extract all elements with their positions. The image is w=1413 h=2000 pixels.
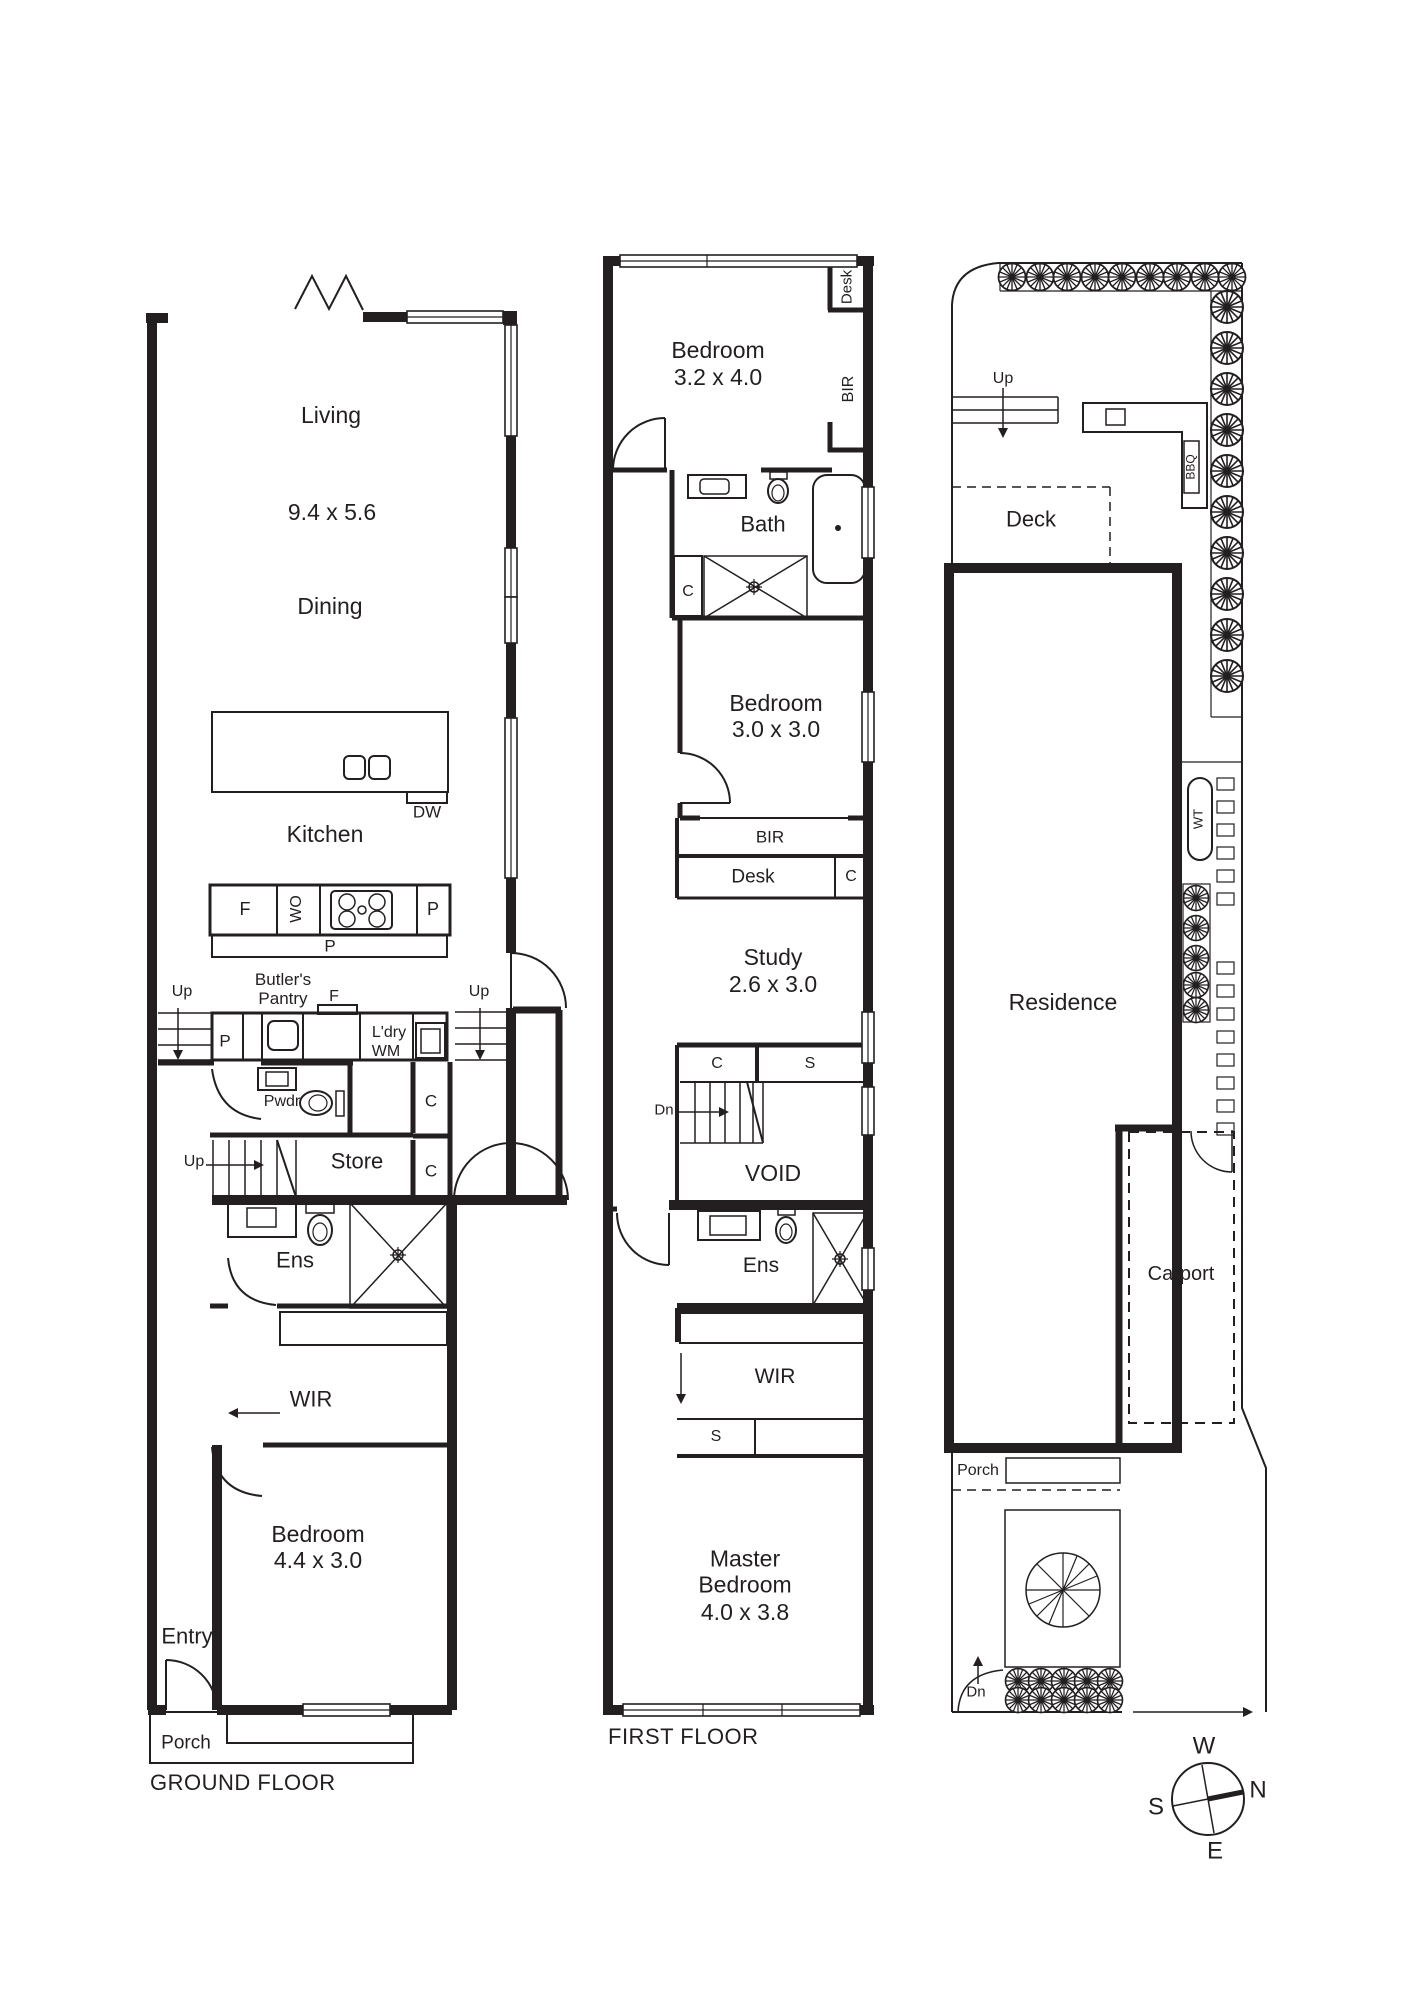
- label-gf-up-stairs: Up: [183, 1153, 205, 1171]
- label-ff-shelf-wir: S: [710, 1428, 722, 1446]
- site-shrubs-mid: [1182, 884, 1210, 1024]
- label-ff-cupboard-stair: C: [711, 1055, 723, 1073]
- label-ff-bedroom1-dims: 3.2 x 4.0: [673, 364, 763, 391]
- label-site-residence: Residence: [1008, 989, 1118, 1016]
- label-site-carport: Carport: [1147, 1262, 1215, 1285]
- label-gf-wm: WM: [371, 1043, 401, 1061]
- label-gf-up-right: Up: [468, 983, 490, 1001]
- compass-icon: [1171, 1762, 1245, 1836]
- label-gf-cupboard2: C: [424, 1161, 438, 1181]
- label-gf-entry: Entry: [161, 1623, 213, 1649]
- label-site-up: Up: [992, 370, 1014, 388]
- label-ff-bir: BIR: [755, 827, 785, 847]
- label-gf-pantry-right: P: [426, 898, 440, 919]
- label-ff-bir-side: BIR: [840, 375, 858, 403]
- label-ff-study-dims: 2.6 x 3.0: [728, 971, 818, 998]
- label-site-deck: Deck: [1005, 506, 1057, 532]
- site-shrubs-bottom: [1004, 1667, 1124, 1714]
- label-ff-bedroom2: Bedroom: [729, 690, 823, 717]
- large-tree-icon: [1025, 1552, 1101, 1628]
- label-ff-void: VOID: [744, 1160, 802, 1187]
- label-ff-shelf-stair: S: [804, 1055, 816, 1073]
- label-gf-living: Living: [300, 402, 362, 429]
- label-compass-south: S: [1147, 1793, 1165, 1821]
- label-ff-dn: Dn: [654, 1101, 674, 1119]
- label-gf-wall-oven: WO: [288, 895, 306, 923]
- label-gf-porch: Porch: [161, 1732, 211, 1754]
- label-gf-butlers-pantry: Butler's Pantry: [254, 969, 312, 1008]
- label-gf-pantry-strip: P: [324, 936, 336, 956]
- label-gf-fridge: F: [239, 898, 251, 919]
- label-gf-cupboard1: C: [424, 1091, 438, 1111]
- label-ff-study: Study: [743, 944, 803, 971]
- label-gf-up-left: Up: [171, 983, 193, 1001]
- label-gf-wir: WIR: [289, 1386, 333, 1412]
- label-gf-store: Store: [330, 1148, 384, 1174]
- label-gf-laundry: L'dry: [371, 1024, 407, 1042]
- label-gf-ensuite: Ens: [276, 1247, 314, 1273]
- label-gf-bedroom: Bedroom: [271, 1521, 365, 1548]
- gf-linework: [146, 273, 569, 1764]
- label-gf-dining: Dining: [297, 593, 363, 620]
- label-compass-east: E: [1206, 1837, 1224, 1865]
- label-gf-floor-title: GROUND FLOOR: [150, 1770, 336, 1795]
- label-site-dn: Dn: [966, 1683, 986, 1701]
- label-ff-bedroom1: Bedroom: [671, 337, 765, 364]
- ff-linework: [603, 254, 875, 1717]
- label-ff-master: Master Bedroom: [698, 1545, 792, 1597]
- label-gf-kitchen: Kitchen: [286, 821, 364, 848]
- label-ff-desk: Desk: [731, 866, 775, 888]
- label-ff-master-dims: 4.0 x 3.8: [700, 1599, 790, 1626]
- label-ff-floor-title: FIRST FLOOR: [608, 1724, 759, 1749]
- label-ff-ensuite: Ens: [742, 1254, 780, 1278]
- label-site-water-tank: WT: [1190, 808, 1206, 830]
- label-gf-bedroom-dims: 4.4 x 3.0: [273, 1547, 363, 1574]
- label-ff-bedroom2-dims: 3.0 x 3.0: [731, 716, 821, 743]
- site-hedge-top: [997, 262, 1247, 292]
- label-ff-cupboard-bath: C: [682, 583, 694, 601]
- site-hedge-right: [1209, 289, 1245, 694]
- label-gf-fridge2: F: [329, 988, 339, 1006]
- label-gf-living-dims: 9.4 x 5.6: [287, 499, 377, 526]
- label-ff-wir: WIR: [754, 1365, 796, 1389]
- label-compass-west: W: [1192, 1732, 1216, 1760]
- label-site-bbq: BBQ: [1183, 454, 1198, 480]
- label-site-porch: Porch: [957, 1462, 999, 1480]
- label-gf-powder: Pwdr: [263, 1093, 301, 1111]
- site-linework: [944, 262, 1267, 1717]
- label-ff-cupboard-desk: C: [845, 868, 857, 886]
- label-gf-pantry-lower: P: [219, 1031, 231, 1051]
- label-ff-bath: Bath: [740, 511, 786, 537]
- label-gf-dishwasher: DW: [412, 802, 442, 822]
- label-ff-desk-nook: Desk: [838, 269, 856, 305]
- label-compass-north: N: [1249, 1776, 1267, 1804]
